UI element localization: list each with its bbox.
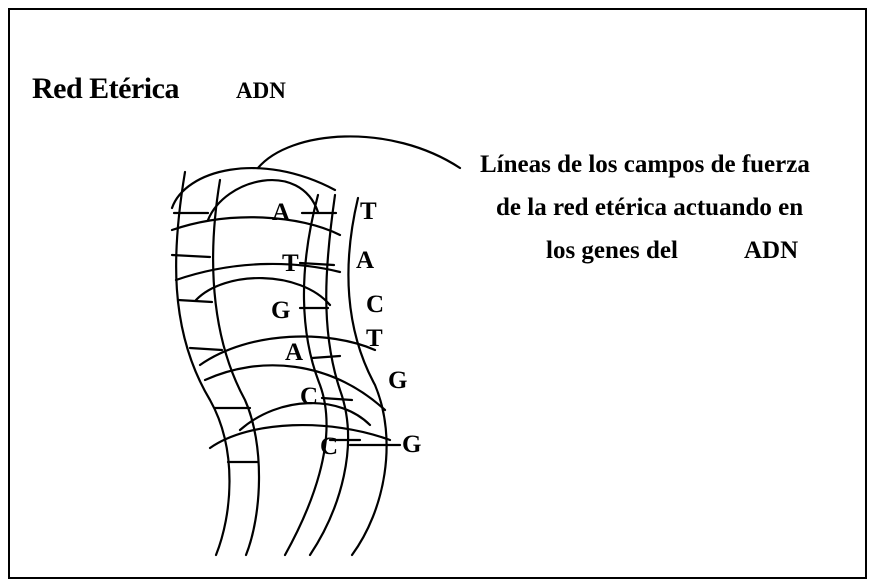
base-letter-left: T [282,250,299,277]
top-arc-inner [208,180,318,220]
base-letter-left: C [320,433,338,460]
base-letter-left: C [300,383,318,410]
rung [190,348,222,350]
base-letter-left: G [271,297,290,324]
base-letter-right: T [360,198,377,225]
base-letter-left: A [285,339,303,366]
top-arc-outer [172,168,335,208]
base-letter-right: G [402,431,421,458]
force-field-line [172,217,340,235]
base-letter-right: T [366,325,383,352]
rung [322,398,352,400]
base-letter-left: A [272,199,290,226]
rung [312,356,340,358]
base-letter-right: A [356,247,374,274]
rung [172,255,210,257]
base-letter-right: G [388,367,407,394]
dna-strand [285,195,327,555]
leader-line [258,136,460,168]
base-letter-right: C [366,291,384,318]
